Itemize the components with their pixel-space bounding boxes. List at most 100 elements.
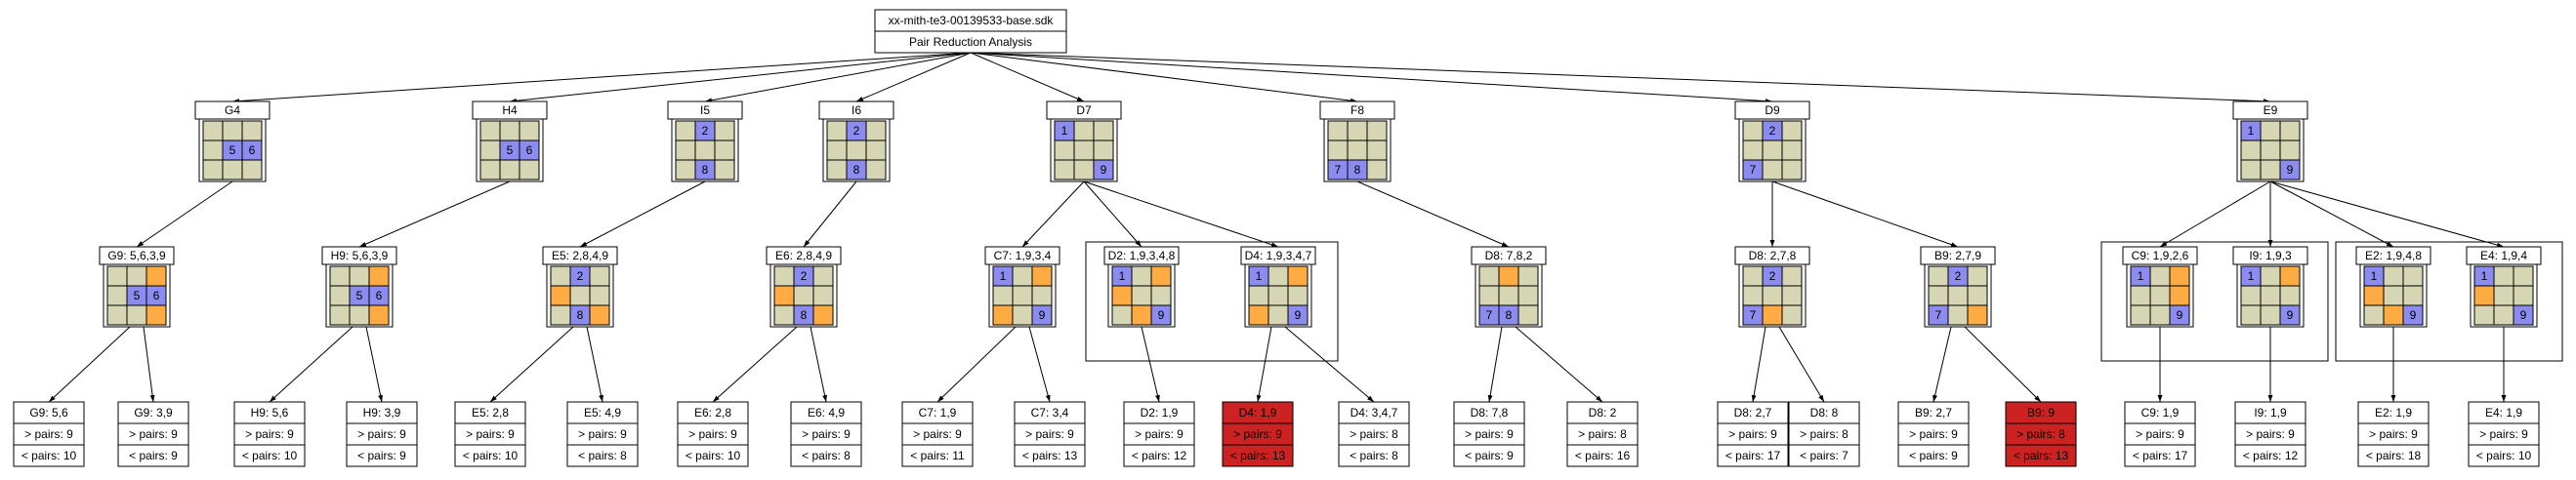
node-title: F8 <box>1350 103 1364 117</box>
grid-cell <box>202 159 224 180</box>
edge-child <box>358 180 511 248</box>
grid-cell <box>1517 285 1539 306</box>
leaf-node: G9: 5,6> pairs: 9< pairs: 10 <box>13 401 85 467</box>
node-title: D9 <box>1765 103 1780 117</box>
node-title: E2: 1,9,4,8 <box>2365 249 2422 262</box>
grid-cell-digit: 7 <box>1335 163 1342 177</box>
grid-cell <box>222 159 243 180</box>
grid-cell <box>1073 140 1095 161</box>
edge-child <box>1083 180 1143 248</box>
grid-cell <box>1498 285 1519 306</box>
leaf-title: C9: 1,9 <box>2141 406 2180 420</box>
grid-cell <box>2279 140 2301 161</box>
grid-cell-digit: 9 <box>2287 308 2294 322</box>
grid-cell <box>812 285 834 306</box>
edge-leaf <box>1751 326 1766 403</box>
leaf-more: > pairs: 9 <box>1233 427 1282 441</box>
grid-cell-digit: 9 <box>2177 308 2183 322</box>
grid-cell <box>2513 304 2534 326</box>
node-title: D2: 1,9,3,4,8 <box>1108 249 1176 262</box>
grid-cell <box>1762 285 1783 306</box>
edge-leaf <box>1964 326 2042 403</box>
edge-leaf <box>810 326 827 403</box>
grid-cell-digit: 1 <box>2371 269 2378 283</box>
leaf-more: > pairs: 9 <box>2136 427 2184 441</box>
grid-cell <box>1781 285 1803 306</box>
leaf-title: I9: 1,9 <box>2254 406 2287 420</box>
leaf-less: < pairs: 13 <box>1230 449 1286 462</box>
leaf-less: < pairs: 9 <box>129 449 178 462</box>
grid-cell <box>2240 140 2262 161</box>
grid-cell <box>1012 304 1033 326</box>
child-node: E6: 2,8,4,928 <box>766 246 842 328</box>
grid-cell <box>1267 304 1289 326</box>
leaf-more: > pairs: 8 <box>1800 427 1849 441</box>
grid-cell <box>2383 285 2404 306</box>
grid-cell <box>2149 285 2171 306</box>
grid-cell <box>1012 285 1033 306</box>
leaf-title: G9: 3,9 <box>134 406 173 420</box>
grid-cell <box>714 159 735 180</box>
grid-cell <box>368 265 390 287</box>
cluster-layer <box>1085 241 2563 362</box>
leaf-title: D2: 1,9 <box>1141 406 1179 420</box>
grid-cell <box>2240 304 2262 326</box>
grid-cell <box>1366 140 1388 161</box>
leaf-row <box>2357 444 2430 467</box>
leaf-node-highlight: D4: 1,9> pairs: 9< pairs: 13 <box>1222 401 1294 467</box>
grid-cell <box>2130 285 2151 306</box>
edge-child <box>1771 180 1959 248</box>
edge-leaf <box>1141 326 1160 403</box>
leaf-node: C7: 3,4> pairs: 9< pairs: 13 <box>1014 401 1086 467</box>
leaf-less: < pairs: 10 <box>21 449 77 462</box>
grid-cell-digit: 2 <box>853 124 860 138</box>
leaf-row <box>1717 444 1789 467</box>
grid-cell-digit: 8 <box>853 163 860 177</box>
leaf-less: < pairs: 12 <box>1132 449 1187 462</box>
edge-leaf <box>1778 326 1825 403</box>
grid-cell-digit: 5 <box>356 289 363 302</box>
grid-cell-digit: 2 <box>702 124 709 138</box>
grid-cell <box>2169 285 2190 306</box>
grid-cell <box>479 159 501 180</box>
node-title: D8: 7,8,2 <box>1485 249 1533 262</box>
grid-cell-digit: 1 <box>2481 269 2488 283</box>
grid-cell-digit: 8 <box>1506 308 1513 322</box>
grid-cell <box>2493 304 2514 326</box>
edge-child <box>2269 180 2394 248</box>
grid-cell <box>202 140 224 161</box>
grid-cell-digit: 5 <box>229 143 236 157</box>
edge-leaf <box>1932 326 1952 403</box>
grid-cell-digit: 6 <box>526 143 533 157</box>
edge-child <box>1021 180 1085 248</box>
grid-cell <box>1928 285 1949 306</box>
leaf-node: D8: 8> pairs: 8< pairs: 7 <box>1788 401 1860 467</box>
edge-leaf <box>1028 326 1051 403</box>
leaf-more: > pairs: 9 <box>129 427 178 441</box>
grid-cell <box>2402 304 2424 326</box>
grid-cell <box>1327 140 1349 161</box>
leaf-title: C7: 1,9 <box>919 406 957 420</box>
grid-cell-digit: 7 <box>1486 308 1493 322</box>
leaf-more: > pairs: 9 <box>1465 427 1514 441</box>
grid-cell <box>368 304 390 326</box>
child-node: I9: 1,9,319 <box>2232 246 2308 328</box>
grid-cell <box>1111 285 1133 306</box>
grid-cell <box>2493 265 2514 287</box>
grid-cell <box>126 304 147 326</box>
grid-cell <box>1347 140 1368 161</box>
node-title: I5 <box>700 103 710 117</box>
grid-cell <box>675 120 696 141</box>
grid-cell <box>2130 304 2151 326</box>
grid-cell <box>2383 304 2404 326</box>
grid-cell <box>2279 304 2301 326</box>
grid-cell <box>479 120 501 141</box>
grid-cell <box>2402 265 2424 287</box>
edge-child <box>2159 180 2271 248</box>
grid-cell-digit: 9 <box>2287 163 2294 177</box>
leaf-node: E5: 4,9> pairs: 9< pairs: 8 <box>566 401 639 467</box>
grid-cell <box>1947 285 1969 306</box>
edge-leaf <box>1515 326 1603 403</box>
